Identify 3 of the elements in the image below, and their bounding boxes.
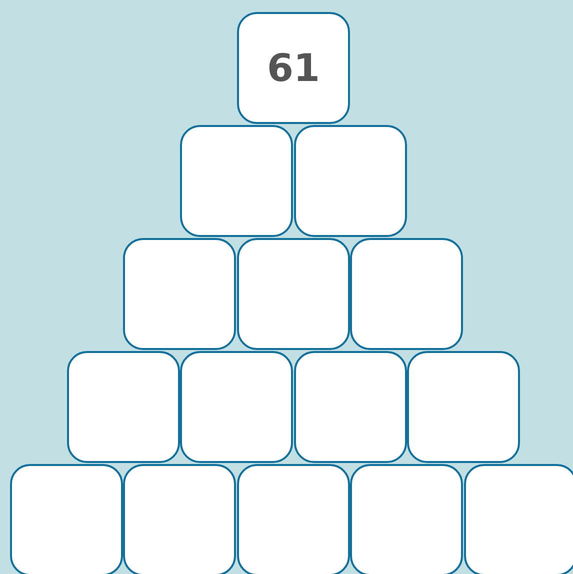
number-label: 61: [267, 46, 320, 90]
number-box: [237, 12, 350, 124]
empty-box: [464, 464, 573, 574]
